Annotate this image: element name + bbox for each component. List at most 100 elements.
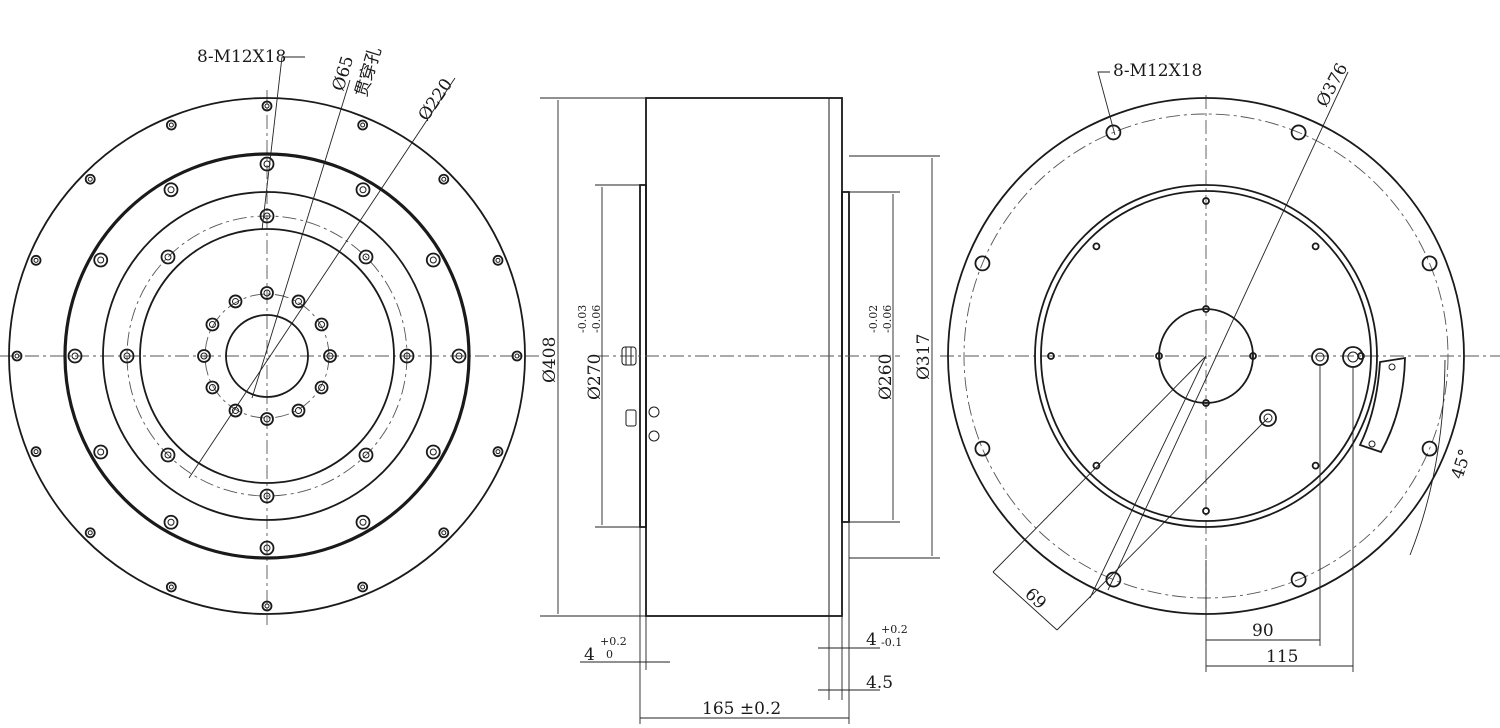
rear-thread-hole bbox=[1290, 571, 1307, 588]
rear-bore-hole bbox=[1202, 399, 1210, 407]
side-length: 165 ±0.2 bbox=[702, 699, 781, 719]
rear-dim-90: 90 bbox=[1252, 621, 1274, 641]
front-mid-hole-inner bbox=[97, 256, 105, 264]
front-outer-hole bbox=[438, 173, 450, 185]
front-outer-hole-inner bbox=[495, 449, 501, 455]
rear-thread-hole bbox=[1421, 255, 1438, 272]
rear-small-hole bbox=[1092, 461, 1101, 470]
rear-thread-hole bbox=[974, 255, 991, 272]
front-view: 8-M12X18 Ø65 贯穿孔 Ø220 bbox=[0, 45, 540, 625]
front-center-hole-inner bbox=[232, 297, 239, 305]
side-spigot-right-upper-tol: -0.02 bbox=[867, 305, 880, 333]
front-outer-hole-inner bbox=[87, 530, 93, 536]
front-center-hole bbox=[260, 412, 274, 426]
side-right-step-upper-tol: +0.2 bbox=[881, 623, 908, 636]
rear-thread-hole bbox=[1105, 124, 1122, 141]
front-inner-hole-inner bbox=[403, 352, 411, 360]
front-mid-hole-inner bbox=[429, 256, 437, 264]
rear-view: 8-M12X18 Ø376 45° 69 90 115 bbox=[940, 60, 1500, 672]
front-outer-hole bbox=[492, 446, 504, 458]
front-pcd: Ø220 bbox=[415, 75, 458, 125]
rear-bore-hole bbox=[1202, 305, 1210, 313]
front-center-hole-inner bbox=[263, 289, 271, 297]
front-mid-hole bbox=[451, 348, 467, 364]
rear-bore-hole bbox=[1155, 352, 1163, 360]
front-center-hole bbox=[291, 294, 306, 309]
front-outer-hole-inner bbox=[168, 584, 174, 590]
front-outer-hole bbox=[165, 119, 177, 131]
front-center-hole-inner bbox=[208, 384, 216, 391]
side-left-step-lower-tol: 0 bbox=[606, 648, 613, 661]
front-outer-hole-inner bbox=[264, 603, 270, 609]
rear-thread-callout: 8-M12X18 bbox=[1113, 61, 1202, 81]
front-center-hole-inner bbox=[200, 352, 208, 360]
rear-small-hole bbox=[1047, 352, 1055, 360]
side-step-dia: Ø317 bbox=[914, 334, 934, 380]
side-od: Ø408 bbox=[540, 337, 560, 383]
front-inner-hole-inner bbox=[123, 352, 131, 360]
rear-dim-115: 115 bbox=[1266, 647, 1298, 667]
front-outer-hole bbox=[357, 581, 369, 593]
front-center-hole bbox=[291, 403, 306, 418]
side-spigot-right: Ø260 bbox=[876, 354, 896, 400]
front-center-hole bbox=[228, 294, 243, 309]
front-outer-hole-inner bbox=[441, 176, 447, 182]
rear-thread-hole bbox=[974, 440, 991, 457]
front-inner-hole-inner bbox=[362, 451, 370, 459]
front-outer-hole bbox=[511, 350, 523, 362]
front-inner-hole bbox=[160, 249, 176, 265]
front-mid-hole bbox=[163, 514, 179, 530]
rear-thread-hole bbox=[1290, 124, 1307, 141]
side-left-step: 4 bbox=[584, 645, 595, 665]
side-spigot-left-upper-tol: -0.03 bbox=[576, 305, 589, 333]
front-mid-hole bbox=[93, 252, 109, 268]
side-spigot-right-lower-tol: -0.06 bbox=[881, 305, 894, 333]
front-outer-hole-inner bbox=[87, 176, 93, 182]
front-mid-hole-inner bbox=[359, 186, 367, 194]
front-mid-hole-inner bbox=[263, 544, 271, 552]
side-right-step-lower-tol: -0.1 bbox=[881, 636, 902, 649]
rear-small-hole bbox=[1202, 507, 1210, 515]
front-center-hole-inner bbox=[295, 407, 302, 415]
side-view: Ø408 Ø270 -0.03 -0.06 Ø260 -0.02 -0.06 Ø… bbox=[540, 97, 940, 724]
front-mid-hole-inner bbox=[167, 518, 175, 526]
front-mid-hole-inner bbox=[167, 186, 175, 194]
front-mid-hole bbox=[259, 540, 275, 556]
front-center-hole bbox=[314, 380, 329, 395]
front-inner-hole-inner bbox=[362, 253, 370, 261]
front-mid-hole bbox=[163, 182, 179, 198]
front-outer-hole bbox=[84, 527, 96, 539]
front-outer-hole-inner bbox=[360, 584, 366, 590]
front-outer-hole bbox=[261, 600, 273, 612]
side-flange: 4.5 bbox=[866, 673, 893, 693]
front-outer-hole-inner bbox=[264, 103, 270, 109]
front-outer-hole bbox=[165, 581, 177, 593]
rear-dim-69: 69 bbox=[1021, 584, 1050, 613]
front-outer-hole bbox=[261, 100, 273, 112]
side-right-step: 4 bbox=[866, 630, 877, 650]
front-mid-hole bbox=[67, 348, 83, 364]
front-bore-note: 贯穿孔 bbox=[352, 45, 386, 100]
rear-thread-hole bbox=[1105, 571, 1122, 588]
front-mid-hole-inner bbox=[97, 448, 105, 456]
front-outer-hole bbox=[30, 446, 42, 458]
side-left-step-upper-tol: +0.2 bbox=[600, 635, 627, 648]
rear-pcd: Ø376 bbox=[1313, 60, 1352, 110]
front-outer-hole bbox=[30, 254, 42, 266]
front-outer-hole-inner bbox=[14, 353, 20, 359]
front-mid-hole bbox=[425, 252, 441, 268]
front-inner-hole bbox=[358, 249, 374, 265]
front-mid-hole bbox=[355, 514, 371, 530]
front-center-hole bbox=[197, 349, 211, 363]
front-center-hole bbox=[205, 380, 220, 395]
front-center-hole-inner bbox=[208, 321, 216, 328]
front-center-hole bbox=[314, 317, 329, 332]
front-center-hole bbox=[205, 317, 220, 332]
front-outer-hole-inner bbox=[360, 122, 366, 128]
front-inner-hole-inner bbox=[164, 451, 172, 459]
front-mid-hole bbox=[355, 182, 371, 198]
front-inner-hole bbox=[399, 348, 415, 364]
rear-thread-hole bbox=[1421, 440, 1438, 457]
front-center-hole-inner bbox=[263, 415, 271, 423]
front-mid-hole bbox=[425, 444, 441, 460]
